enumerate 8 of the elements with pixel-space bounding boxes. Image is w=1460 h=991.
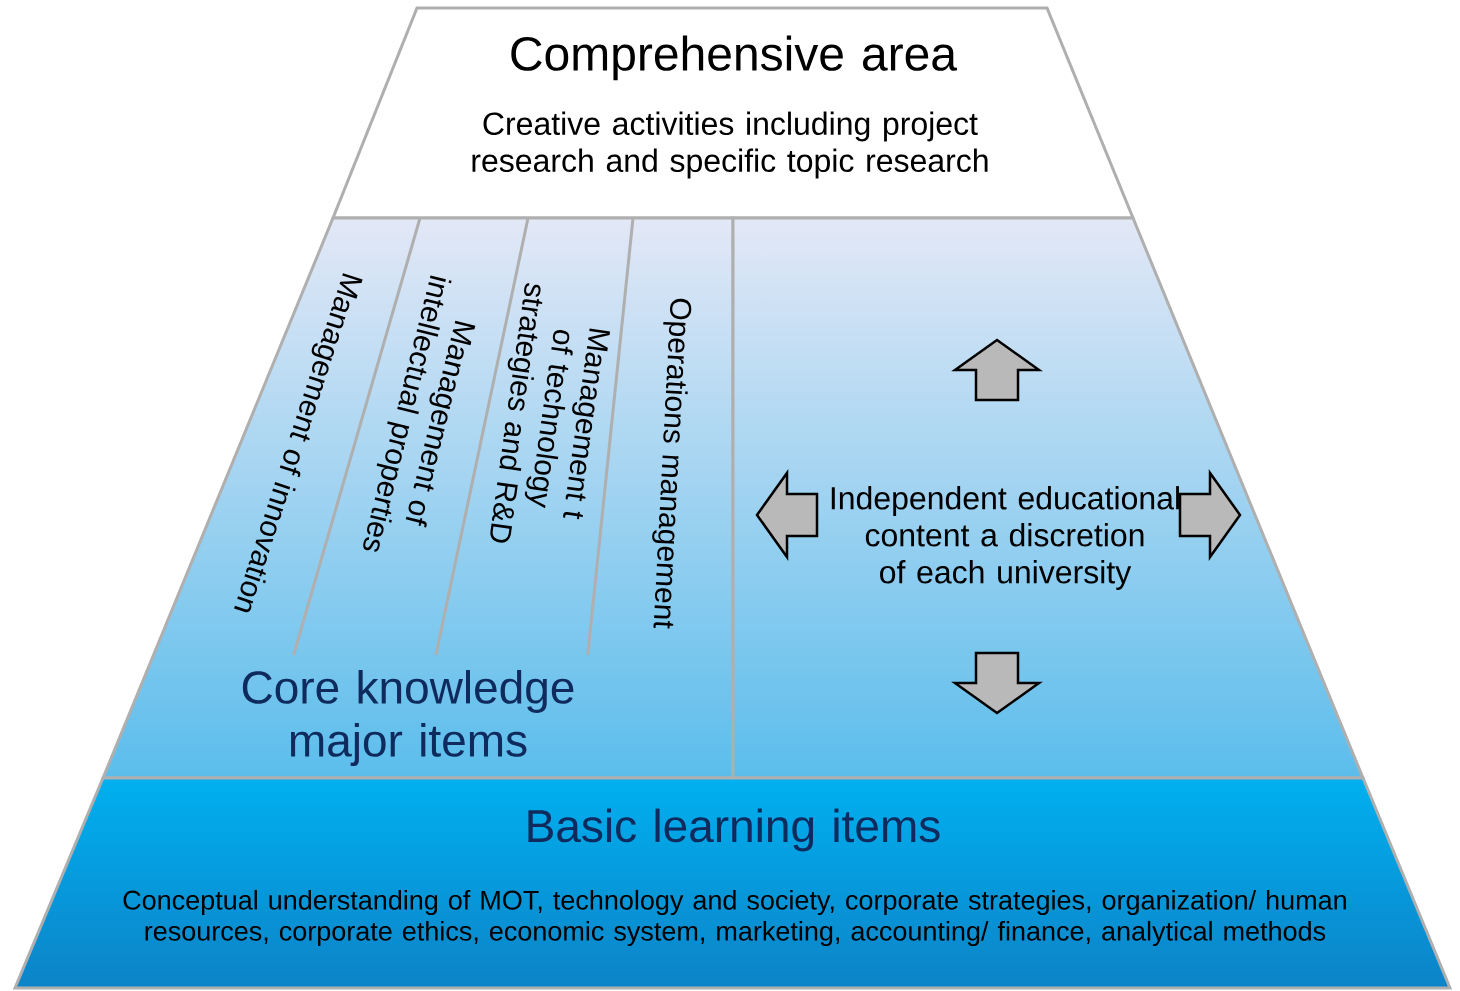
band-text: Creative activities including project research and specific topic research — [472, 111, 988, 179]
panel-heading: Core knowledge major items — [242, 670, 574, 766]
panel-text: Independent educational content a discretion of each university — [831, 486, 1179, 590]
band-heading: Comprehensive area — [511, 35, 957, 81]
column-label: Operations management — [652, 298, 692, 629]
band-heading: Basic learning items — [528, 808, 940, 852]
band-text: Conceptual understanding of MOT, technology and society, corporate strategies, organization/ human resources, corporate ethics, economic system, marketing, accounting/ finance, analytical methods — [123, 889, 1346, 947]
column-label: Management t of technology strategies and R&D — [490, 283, 611, 543]
